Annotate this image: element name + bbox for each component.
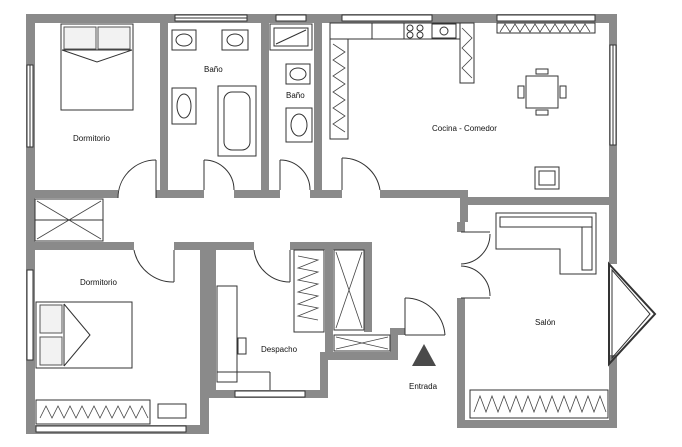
bed-top xyxy=(60,23,134,111)
bay-window xyxy=(608,261,657,367)
label-despacho: Despacho xyxy=(261,345,298,354)
sofa xyxy=(495,212,597,275)
doors xyxy=(117,157,491,336)
kitchen-fixtures xyxy=(329,22,475,140)
label-salon: Salón xyxy=(535,318,555,327)
desk xyxy=(216,285,271,390)
interior-walls xyxy=(26,14,617,434)
bed-bottom xyxy=(35,301,133,369)
triangle-icon xyxy=(412,344,436,366)
label-bano-right: Baño xyxy=(286,91,305,100)
bedside-table xyxy=(157,403,187,419)
armchair xyxy=(534,166,560,190)
dining-table xyxy=(517,68,567,116)
label-entrada: Entrada xyxy=(409,382,438,391)
label-dormitorio-top: Dormitorio xyxy=(73,134,110,143)
label-cocina-comedor: Cocina - Comedor xyxy=(432,124,497,133)
label-dormitorio-bottom: Dormitorio xyxy=(80,278,117,287)
bathroom-fixtures xyxy=(171,23,313,157)
windows xyxy=(26,14,617,433)
label-bano-left: Baño xyxy=(204,65,223,74)
wardrobes xyxy=(34,22,609,425)
